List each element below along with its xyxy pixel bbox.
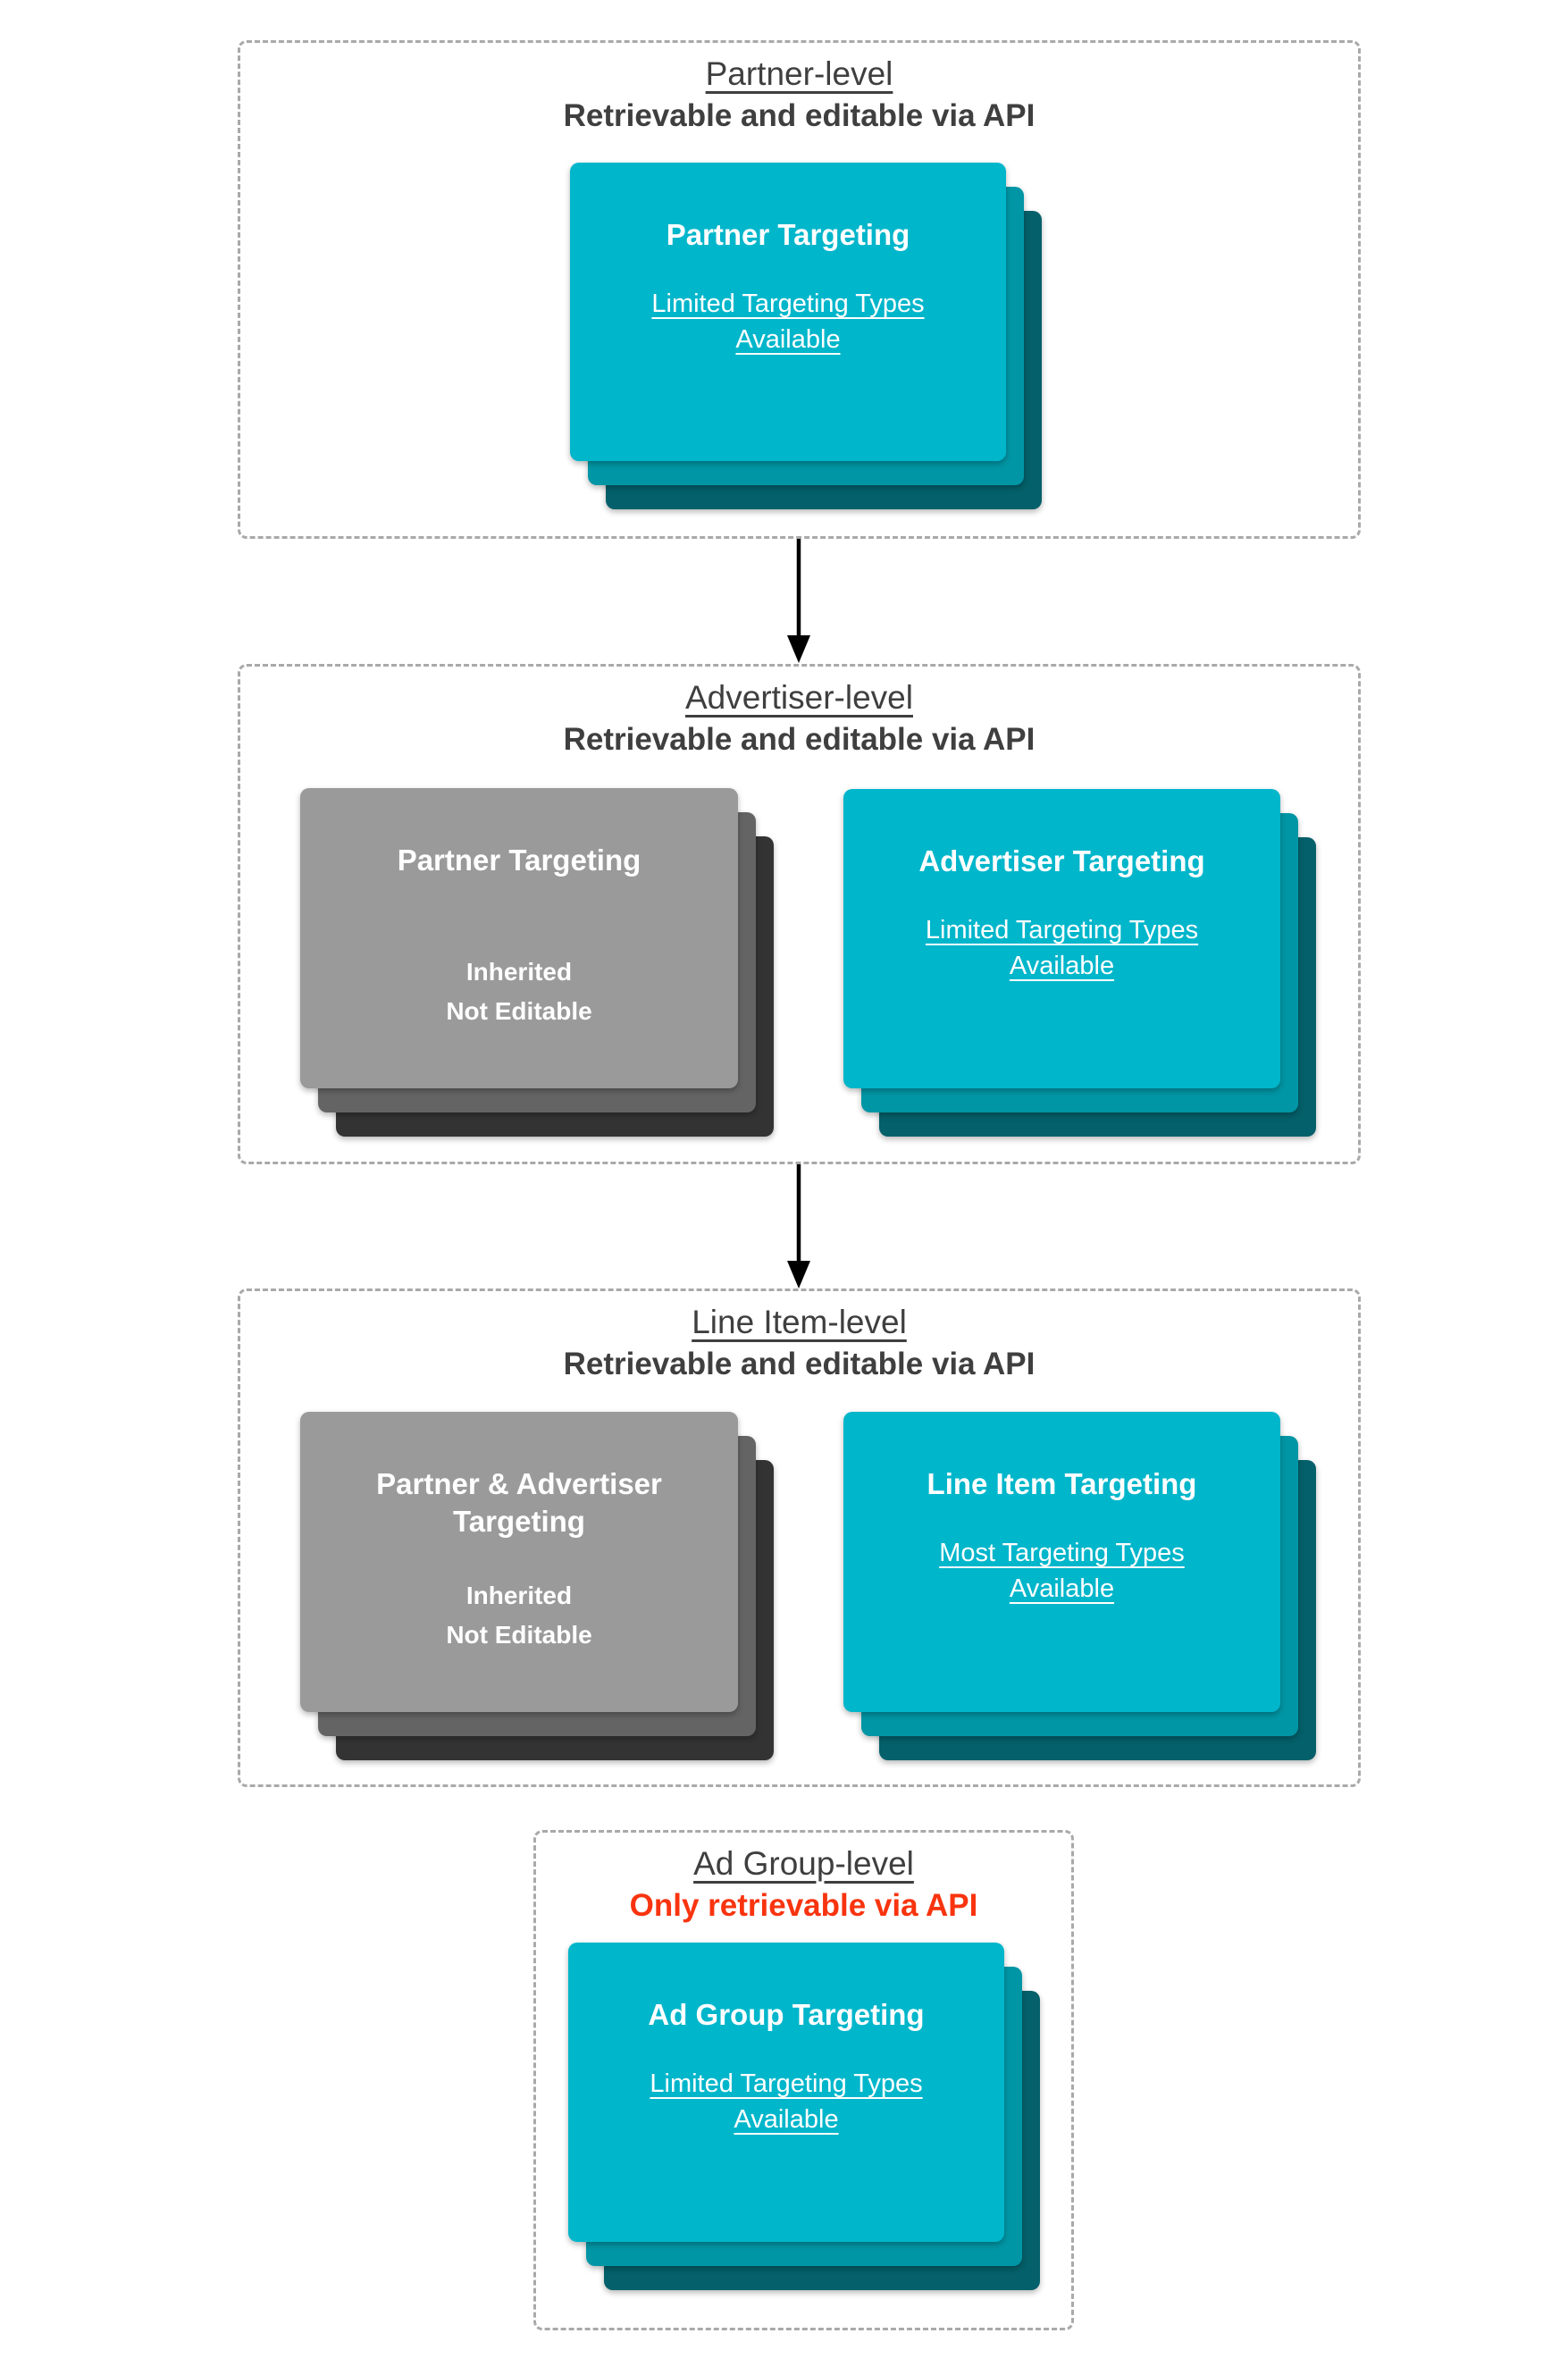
section-ad-group-level: Ad Group-level Only retrievable via API …: [533, 1830, 1074, 2330]
section-advertiser-level: Advertiser-level Retrievable and editabl…: [238, 664, 1361, 1164]
card-title: Partner Targeting: [666, 218, 910, 251]
card-stack-inherited-partner-targeting: Partner Targeting Inherited Not Editable: [300, 788, 774, 1137]
section-title: Partner-level: [705, 55, 893, 92]
section-subtitle: Only retrievable via API: [629, 1888, 978, 1923]
card-title: Partner Targeting: [397, 844, 641, 877]
card-line-not-editable: Not Editable: [446, 997, 592, 1025]
card-partner-targeting: Partner Targeting Limited Targeting Type…: [570, 163, 1006, 461]
card-line-inherited: Inherited: [465, 958, 573, 986]
card-inherited-partner-advertiser-targeting: Partner & Advertiser Targeting Inherited…: [300, 1412, 738, 1712]
card-stack-partner-targeting: Partner Targeting Limited Targeting Type…: [570, 163, 1042, 509]
card-stack-inherited-partner-advertiser-targeting: Partner & Advertiser Targeting Inherited…: [300, 1412, 774, 1760]
card-stack-ad-group-targeting: Ad Group Targeting Limited Targeting Typ…: [568, 1943, 1040, 2290]
section-line-item-level: Line Item-level Retrievable and editable…: [238, 1288, 1361, 1787]
card-advertiser-targeting: Advertiser Targeting Limited Targeting T…: [843, 789, 1280, 1088]
card-line-item-targeting: Line Item Targeting Most Targeting Types…: [843, 1412, 1280, 1712]
card-title: Advertiser Targeting: [918, 844, 1205, 877]
card-ad-group-targeting: Ad Group Targeting Limited Targeting Typ…: [568, 1943, 1004, 2242]
section-subtitle: Retrievable and editable via API: [563, 722, 1036, 757]
card-subtitle: Limited Targeting Types Available: [925, 916, 1199, 980]
card-title: Ad Group Targeting: [648, 1998, 925, 2031]
section-subtitle: Retrievable and editable via API: [563, 98, 1036, 133]
card-stack-advertiser-targeting: Advertiser Targeting Limited Targeting T…: [843, 789, 1316, 1137]
card-stack-line-item-targeting: Line Item Targeting Most Targeting Types…: [843, 1412, 1316, 1760]
section-title: Advertiser-level: [685, 679, 913, 716]
down-arrow: [787, 1164, 810, 1288]
section-subtitle: Retrievable and editable via API: [563, 1347, 1036, 1381]
card-line-not-editable: Not Editable: [446, 1621, 592, 1649]
card-title: Partner & Advertiser Targeting: [376, 1467, 662, 1538]
card-subtitle: Limited Targeting Types Available: [651, 290, 925, 354]
card-subtitle: Most Targeting Types Available: [939, 1539, 1185, 1603]
card-line-inherited: Inherited: [465, 1582, 573, 1609]
card-title: Line Item Targeting: [927, 1467, 1197, 1500]
card-inherited-partner-targeting: Partner Targeting Inherited Not Editable: [300, 788, 738, 1088]
down-arrow: [787, 539, 810, 663]
section-partner-level: Partner-level Retrievable and editable v…: [238, 40, 1361, 539]
card-subtitle: Limited Targeting Types Available: [650, 2069, 923, 2134]
section-title: Ad Group-level: [693, 1845, 914, 1882]
section-title: Line Item-level: [692, 1304, 907, 1340]
